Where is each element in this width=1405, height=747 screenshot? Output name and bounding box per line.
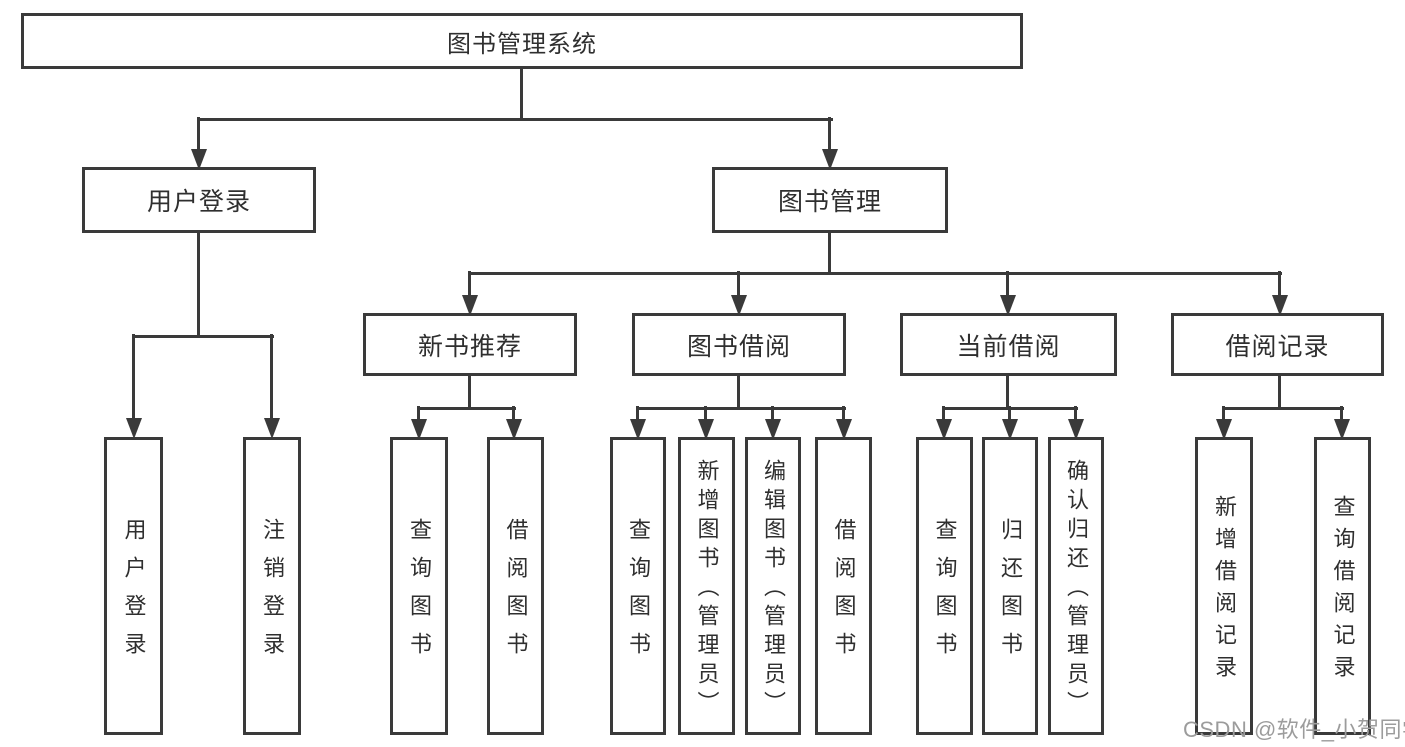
connector-arrow-down	[698, 406, 714, 440]
leaf-edit-books-admin: 编辑图书（管理员）	[745, 437, 801, 735]
leaf-label: 归还图书	[998, 518, 1023, 670]
connector-arrow-down	[1000, 271, 1016, 316]
connector-line	[828, 231, 831, 274]
leaf-label: 用户登录	[121, 518, 147, 670]
connector-line	[197, 231, 200, 337]
leaf-query-borrow-record: 查询借阅记录	[1314, 437, 1371, 735]
connector-arrow-down	[630, 406, 646, 440]
node-book-borrowing: 图书借阅	[632, 313, 846, 376]
connector-arrow-down	[264, 334, 280, 439]
connector-line	[1278, 374, 1281, 409]
connector-line	[198, 118, 833, 121]
leaf-user-login: 用户登录	[104, 437, 163, 735]
connector-arrow-down	[1272, 271, 1288, 316]
leaf-query-books-current: 查询图书	[916, 437, 973, 735]
connector-arrow-down	[731, 271, 747, 316]
leaf-label: 查询借阅记录	[1330, 495, 1356, 687]
leaf-query-books-borrowing: 查询图书	[610, 437, 666, 735]
connector-arrow-down	[1002, 406, 1018, 440]
connector-arrow-down	[462, 271, 478, 316]
connector-arrow-down	[765, 406, 781, 440]
leaf-return-books: 归还图书	[982, 437, 1038, 735]
leaf-label: 新增借阅记录	[1212, 495, 1237, 687]
node-label: 新书推荐	[417, 332, 522, 361]
node-label: 图书借阅	[686, 332, 791, 361]
connector-line	[417, 407, 516, 410]
leaf-label: 查询图书	[407, 518, 432, 670]
connector-line	[737, 374, 740, 409]
leaf-confirm-return-admin: 确认归还（管理员）	[1048, 437, 1104, 735]
connector-arrow-down	[506, 406, 522, 440]
connector-arrow-down	[1216, 406, 1232, 440]
node-book-management: 图书管理	[712, 167, 948, 233]
connector-line	[520, 68, 523, 120]
csdn-watermark: CSDN @软件_小贺同学	[1183, 717, 1405, 742]
leaf-add-books-admin: 新增图书（管理员）	[678, 437, 735, 735]
leaf-label: 注销登录	[260, 518, 285, 670]
connector-line	[1006, 374, 1009, 409]
leaf-label: 确认归还（管理员）	[1064, 459, 1089, 720]
node-label: 借阅记录	[1225, 332, 1330, 361]
connector-line	[132, 335, 274, 338]
node-label: 图书管理	[777, 188, 882, 216]
connector-arrow-down	[126, 334, 142, 439]
node-label: 用户登录	[146, 188, 251, 216]
node-label: 当前借阅	[956, 332, 1061, 361]
node-borrow-records: 借阅记录	[1171, 313, 1384, 376]
node-new-book-recommend: 新书推荐	[363, 313, 577, 376]
leaf-label: 新增图书（管理员）	[694, 459, 720, 720]
connector-line	[468, 272, 1282, 275]
connector-arrow-down	[411, 406, 427, 440]
node-root-label: 图书管理系统	[447, 30, 597, 58]
leaf-label: 借阅图书	[831, 518, 857, 670]
leaf-borrow-books-borrowing: 借阅图书	[815, 437, 872, 735]
connector-line	[636, 407, 846, 410]
connector-arrow-down	[822, 117, 838, 170]
node-user-login: 用户登录	[82, 167, 316, 233]
node-current-borrowing: 当前借阅	[900, 313, 1117, 376]
connector-arrow-down	[836, 406, 852, 440]
leaf-label: 编辑图书（管理员）	[761, 459, 786, 720]
leaf-logout: 注销登录	[243, 437, 301, 735]
leaf-label: 查询图书	[932, 518, 958, 670]
leaf-label: 查询图书	[626, 518, 651, 670]
leaf-add-borrow-record: 新增借阅记录	[1195, 437, 1253, 735]
connector-arrow-down	[1334, 406, 1350, 440]
connector-arrow-down	[1068, 406, 1084, 440]
connector-line	[468, 374, 471, 409]
leaf-query-books-recommend: 查询图书	[390, 437, 448, 735]
connector-arrow-down	[191, 117, 207, 170]
node-root: 图书管理系统	[21, 13, 1023, 69]
leaf-borrow-books-recommend: 借阅图书	[487, 437, 544, 735]
leaf-label: 借阅图书	[503, 518, 529, 670]
connector-arrow-down	[936, 406, 952, 440]
connector-line	[1222, 407, 1344, 410]
